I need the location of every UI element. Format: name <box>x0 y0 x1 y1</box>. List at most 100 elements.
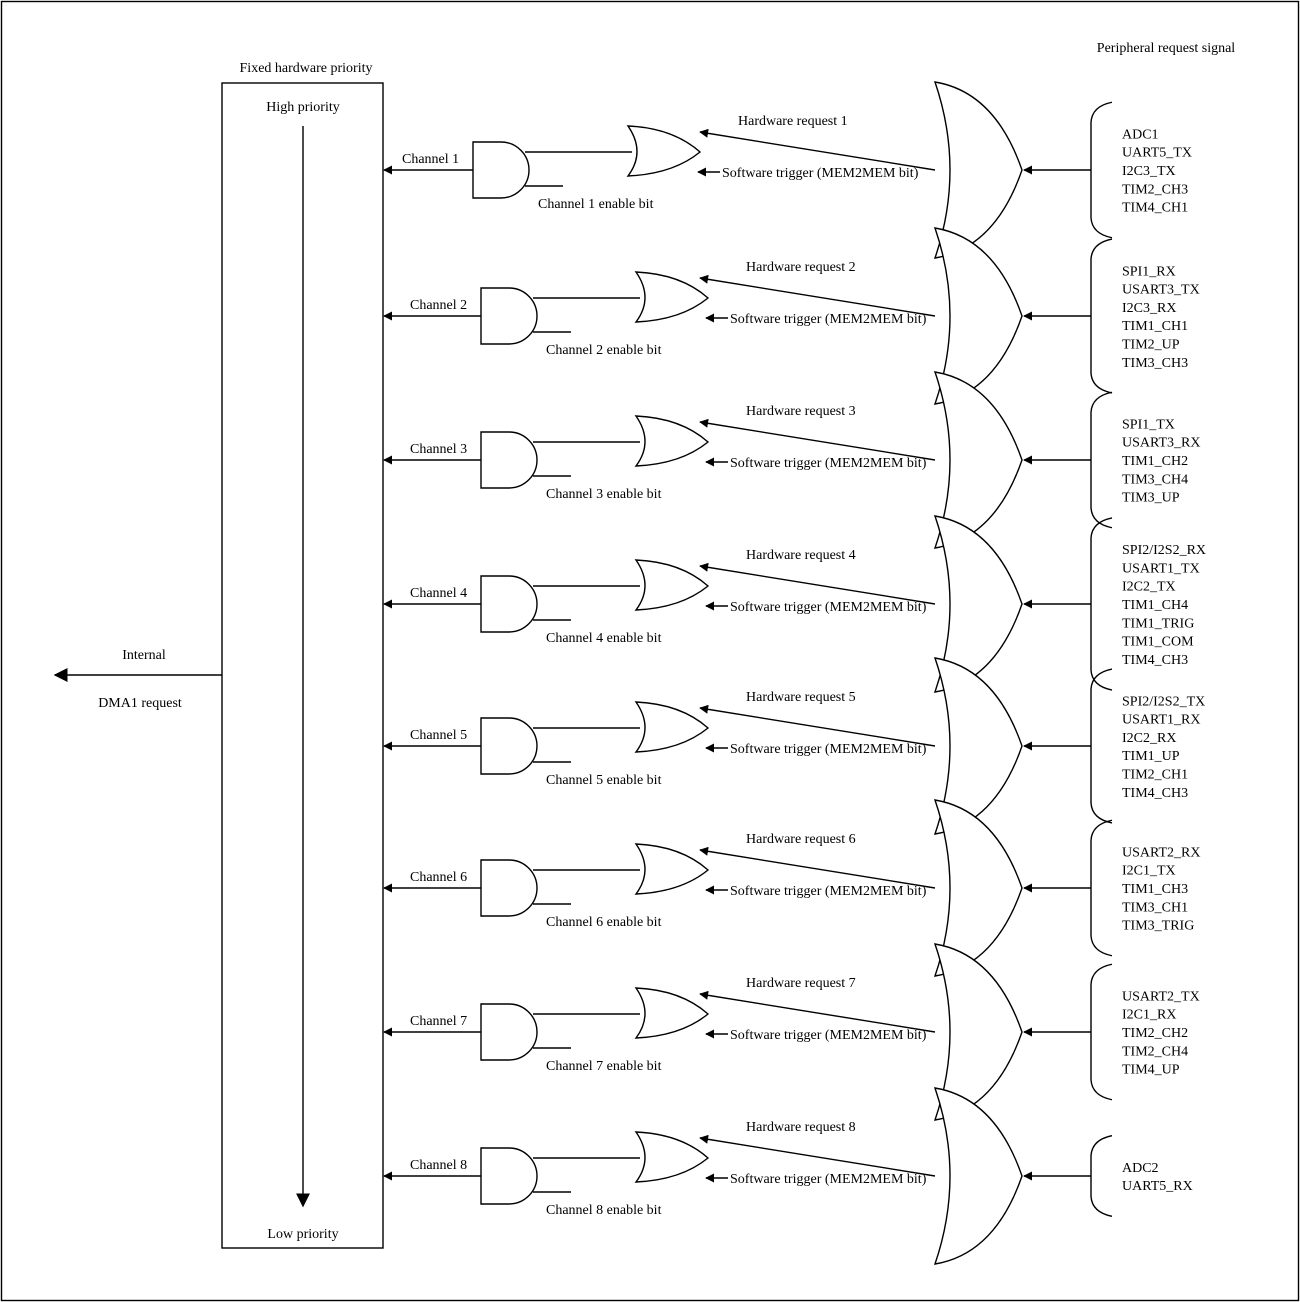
peripheral-signal: TIM3_TRIG <box>1122 919 1194 934</box>
peripheral-or-gate <box>933 371 1023 549</box>
peripheral-brace <box>1090 668 1113 824</box>
channel-label: Channel 7 <box>410 1014 467 1029</box>
peripheral-signal: TIM2_CH2 <box>1122 1026 1188 1041</box>
and-gate <box>480 431 538 489</box>
peripheral-signal: TIM2_CH4 <box>1122 1044 1188 1059</box>
peripheral-signal: TIM3_CH4 <box>1122 472 1188 487</box>
peripheral-signal: SPI1_TX <box>1122 417 1175 432</box>
channel-enable-label: Channel 2 enable bit <box>546 343 662 358</box>
peripheral-signal: SPI2/I2S2_TX <box>1122 694 1205 709</box>
hardware-request-label: Hardware request 8 <box>746 1120 856 1135</box>
small-or-gate <box>634 701 710 753</box>
channel-enable-label: Channel 8 enable bit <box>546 1203 662 1218</box>
peripheral-signal: ADC2 <box>1122 1161 1159 1176</box>
software-trigger-label: Software trigger (MEM2MEM bit) <box>730 1172 927 1187</box>
peripheral-or-gate <box>933 515 1023 693</box>
peripheral-signal: UART5_TX <box>1122 146 1192 161</box>
channel-label: Channel 5 <box>410 728 467 743</box>
channel-label: Channel 6 <box>410 870 467 885</box>
hardware-request-arrow <box>699 418 936 461</box>
and-gate <box>480 1003 538 1061</box>
peripheral-or-gate <box>933 943 1023 1121</box>
peripheral-signal: USART3_RX <box>1122 436 1201 451</box>
peripheral-signal: I2C1_RX <box>1122 1008 1176 1023</box>
peripheral-signal: TIM2_CH3 <box>1122 182 1188 197</box>
small-or-gate <box>634 271 710 323</box>
and-gate <box>472 141 530 199</box>
peripheral-signal: TIM1_TRIG <box>1122 616 1194 631</box>
channel-enable-label: Channel 4 enable bit <box>546 631 662 646</box>
peripheral-brace <box>1090 963 1113 1101</box>
peripheral-or-gate <box>933 657 1023 835</box>
hardware-request-arrow <box>699 274 936 317</box>
peripheral-signal: TIM1_CH2 <box>1122 454 1188 469</box>
peripheral-signal: UART5_RX <box>1122 1179 1193 1194</box>
and-gate <box>480 287 538 345</box>
small-or-gate <box>634 559 710 611</box>
peripheral-signal: TIM2_CH1 <box>1122 767 1188 782</box>
peripheral-signal: TIM1_CH4 <box>1122 598 1188 613</box>
hardware-request-arrow <box>699 1134 936 1177</box>
small-or-gate <box>634 843 710 895</box>
peripheral-signal: I2C2_RX <box>1122 731 1176 746</box>
peripheral-signal: I2C1_TX <box>1122 864 1176 879</box>
hardware-request-label: Hardware request 2 <box>746 260 856 275</box>
channel-label: Channel 1 <box>402 152 459 167</box>
peripheral-signal: SPI1_RX <box>1122 264 1176 279</box>
hardware-request-label: Hardware request 5 <box>746 690 856 705</box>
channel-label: Channel 8 <box>410 1158 467 1173</box>
peripheral-signal: TIM4_CH1 <box>1122 201 1188 216</box>
channel-label: Channel 4 <box>410 586 467 601</box>
peripheral-signal: TIM3_CH1 <box>1122 900 1188 915</box>
priority-block <box>221 82 384 1249</box>
software-trigger-label: Software trigger (MEM2MEM bit) <box>722 166 919 181</box>
peripheral-or-gate <box>933 227 1023 405</box>
peripheral-or-gate <box>933 799 1023 977</box>
peripheral-signal: I2C3_TX <box>1122 164 1176 179</box>
hardware-request-label: Hardware request 7 <box>746 976 856 991</box>
and-gate <box>480 717 538 775</box>
peripheral-signal: ADC1 <box>1122 127 1159 142</box>
channel-enable-label: Channel 7 enable bit <box>546 1059 662 1074</box>
internal-label: Internal <box>122 648 166 663</box>
hardware-request-label: Hardware request 6 <box>746 832 856 847</box>
hardware-request-arrow <box>699 128 936 171</box>
software-trigger-label: Software trigger (MEM2MEM bit) <box>730 600 927 615</box>
and-gate <box>480 859 538 917</box>
channel-row-6: USART2_RXI2C1_TXTIM1_CH3TIM3_CH1TIM3_TRI… <box>383 799 1201 977</box>
hardware-request-label: Hardware request 1 <box>738 114 848 129</box>
hardware-request-label: Hardware request 3 <box>746 404 856 419</box>
small-or-gate <box>626 125 702 177</box>
channel-row-2: SPI1_RXUSART3_TXI2C3_RXTIM1_CH1TIM2_UPTI… <box>383 227 1200 405</box>
high-priority-label: High priority <box>266 100 340 115</box>
peripheral-brace <box>1090 101 1113 239</box>
peripheral-signal: USART1_RX <box>1122 713 1201 728</box>
peripheral-brace <box>1090 819 1113 957</box>
peripheral-signal: TIM1_CH1 <box>1122 319 1188 334</box>
channel-row-4: SPI2/I2S2_RXUSART1_TXI2C2_TXTIM1_CH4TIM1… <box>383 515 1206 693</box>
small-or-gate <box>634 1131 710 1183</box>
peripheral-signal: TIM1_CH3 <box>1122 882 1188 897</box>
channel-row-7: USART2_TXI2C1_RXTIM2_CH2TIM2_CH4TIM4_UPH… <box>383 943 1200 1121</box>
channel-enable-label: Channel 3 enable bit <box>546 487 662 502</box>
software-trigger-label: Software trigger (MEM2MEM bit) <box>730 312 927 327</box>
peripheral-signal: USART3_TX <box>1122 283 1200 298</box>
software-trigger-label: Software trigger (MEM2MEM bit) <box>730 884 927 899</box>
hardware-request-arrow <box>699 990 936 1033</box>
channel-enable-label: Channel 1 enable bit <box>538 197 654 212</box>
hardware-request-arrow <box>699 562 936 605</box>
peripheral-signal: I2C3_RX <box>1122 301 1176 316</box>
small-or-gate <box>634 987 710 1039</box>
peripheral-signal: TIM1_COM <box>1122 635 1194 650</box>
peripheral-brace <box>1090 517 1113 691</box>
peripheral-signal: TIM3_CH3 <box>1122 356 1188 371</box>
peripheral-signal: TIM3_UP <box>1122 491 1180 506</box>
and-gate <box>480 575 538 633</box>
peripheral-signal: SPI2/I2S2_RX <box>1122 543 1206 558</box>
peripheral-signal: USART2_TX <box>1122 989 1200 1004</box>
peripheral-brace <box>1090 1135 1113 1217</box>
